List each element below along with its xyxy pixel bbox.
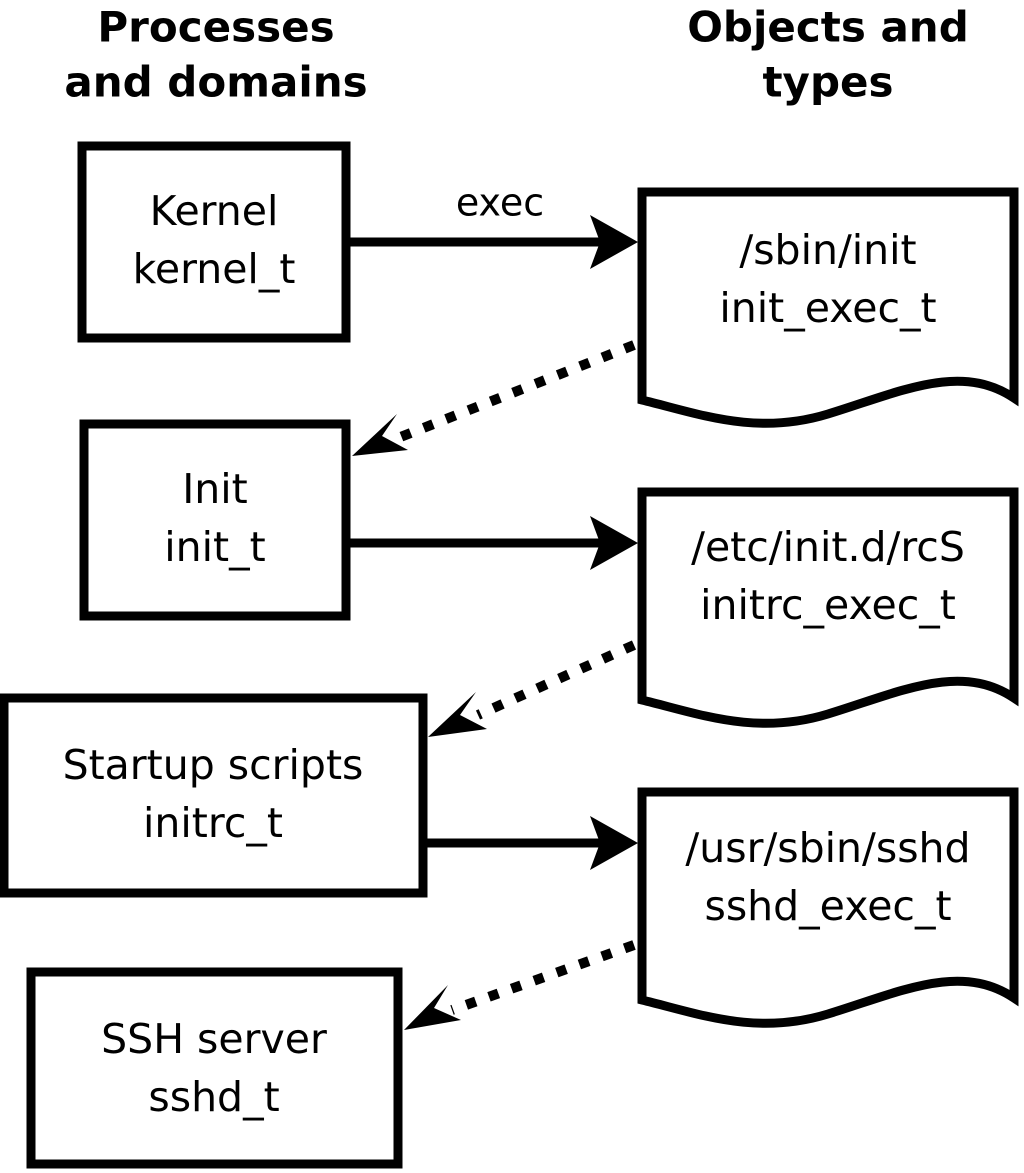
edge-init-exec-to-init-line: [396, 340, 636, 443]
node-init-exec-document-shape[interactable]: [637, 187, 1019, 428]
edge-init-to-initrc-exec: [348, 516, 638, 570]
edge-kernel-to-init-exec: exec: [348, 181, 638, 269]
column-header-processes-line2: and domains: [64, 58, 367, 107]
node-ssh-server-box[interactable]: [26, 967, 403, 1169]
node-startup-scripts[interactable]: Startup scripts initrc_t: [0, 693, 428, 898]
column-header-processes: Processes and domains: [64, 3, 367, 107]
node-ssh-server-name: SSH server: [101, 1015, 327, 1063]
node-initrc-exec-document-shape[interactable]: [637, 487, 1019, 728]
edge-initrc-to-sshd-exec: [427, 816, 638, 870]
edge-kernel-to-init-exec-arrowhead: [590, 215, 638, 269]
node-init[interactable]: Init init_t: [79, 419, 351, 621]
edge-sshd-exec-to-sshd: [404, 940, 636, 1030]
node-sshd-exec[interactable]: /usr/sbin/sshd sshd_exec_t: [637, 787, 1019, 1028]
column-header-processes-line1: Processes: [97, 3, 334, 52]
node-startup-scripts-type: initrc_t: [143, 799, 283, 847]
edge-init-to-initrc-exec-arrowhead: [590, 516, 638, 570]
node-sshd-exec-document-shape[interactable]: [637, 787, 1019, 1028]
node-startup-scripts-box[interactable]: [0, 693, 428, 898]
column-header-objects-line1: Objects and: [687, 3, 969, 52]
node-kernel[interactable]: Kernel kernel_t: [77, 141, 351, 343]
node-init-type: init_t: [164, 523, 265, 571]
edge-initrc-exec-to-initrc-arrowhead: [428, 692, 487, 737]
node-init-exec-type: init_exec_t: [719, 284, 936, 332]
node-init-name: Init: [182, 465, 248, 513]
edge-initrc-to-sshd-exec-arrowhead: [590, 816, 638, 870]
edge-sshd-exec-to-sshd-arrowhead: [404, 985, 461, 1030]
node-sshd-exec-path: /usr/sbin/sshd: [685, 824, 970, 872]
edge-init-exec-to-init-arrowhead: [352, 414, 408, 456]
node-kernel-box[interactable]: [77, 141, 351, 343]
edge-sshd-exec-to-sshd-line: [450, 940, 636, 1015]
column-header-objects: Objects and types: [687, 3, 969, 107]
node-ssh-server[interactable]: SSH server sshd_t: [26, 967, 403, 1169]
column-header-objects-line2: types: [762, 58, 893, 107]
node-ssh-server-type: sshd_t: [148, 1073, 279, 1121]
edge-initrc-exec-to-initrc-line: [475, 640, 637, 720]
node-init-exec-path: /sbin/init: [739, 226, 916, 274]
edge-label-exec: exec: [456, 181, 544, 225]
node-sshd-exec-type: sshd_exec_t: [704, 882, 951, 930]
node-initrc-exec-path: /etc/init.d/rcS: [691, 523, 965, 571]
edge-initrc-exec-to-initrc: [428, 640, 637, 737]
node-initrc-exec-type: initrc_exec_t: [700, 581, 956, 629]
node-init-exec[interactable]: /sbin/init init_exec_t: [637, 187, 1019, 428]
node-initrc-exec[interactable]: /etc/init.d/rcS initrc_exec_t: [637, 487, 1019, 728]
edge-init-exec-to-init: [352, 340, 636, 456]
node-kernel-type: kernel_t: [133, 245, 296, 293]
node-kernel-name: Kernel: [150, 187, 279, 235]
node-init-box[interactable]: [79, 419, 351, 621]
node-startup-scripts-name: Startup scripts: [63, 741, 364, 789]
